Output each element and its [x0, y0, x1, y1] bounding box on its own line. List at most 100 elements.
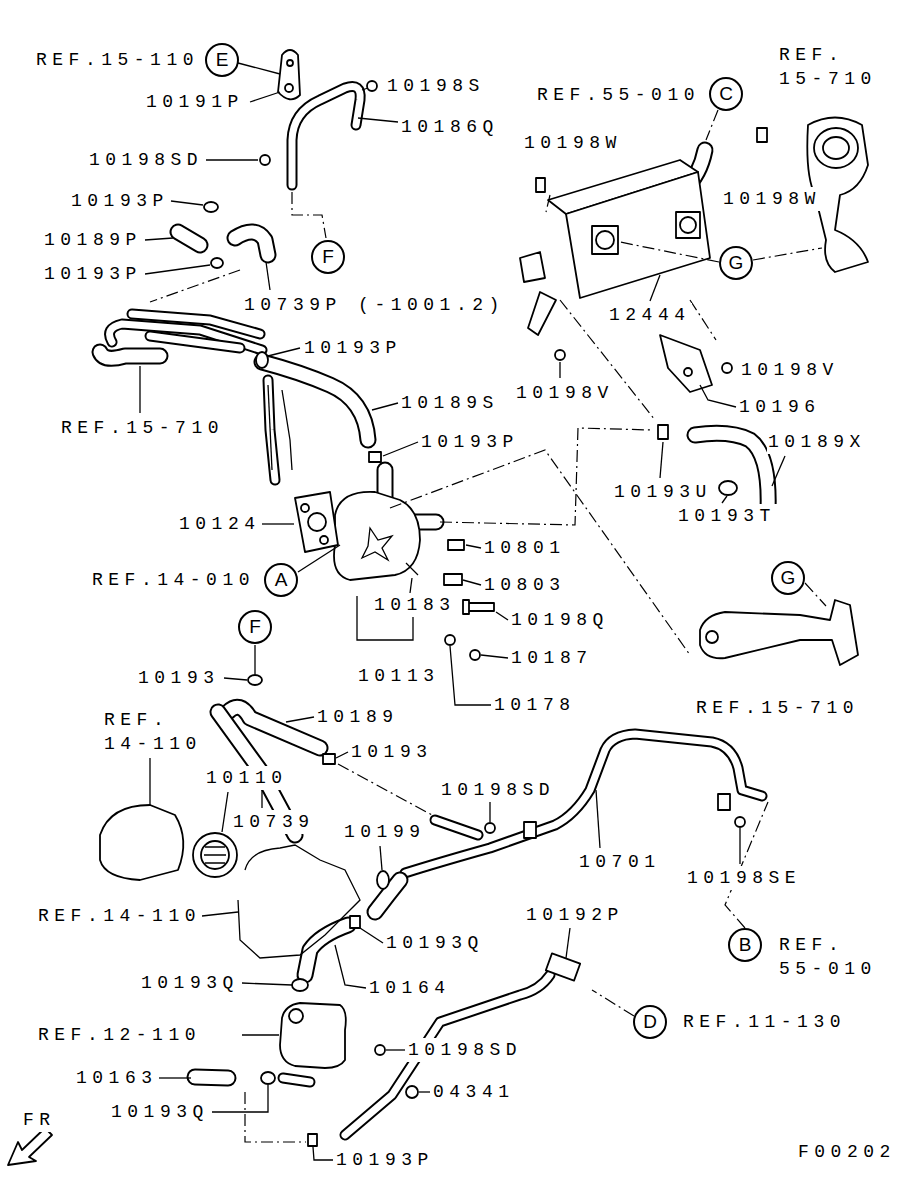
callout-number: 10198W — [523, 131, 623, 155]
drawing-stroke — [650, 275, 660, 301]
drawing-stroke — [445, 635, 455, 645]
drawing-stroke — [386, 1049, 405, 1050]
drawing-stroke — [268, 385, 272, 470]
drawing-stroke — [338, 764, 432, 815]
callout-number: 04341 — [432, 1080, 516, 1104]
dash-lines — [150, 110, 826, 1142]
drawing-stroke — [592, 226, 618, 254]
drawing-stroke — [222, 792, 228, 832]
drawing-stroke — [268, 380, 275, 480]
drawing-stroke — [261, 1072, 275, 1084]
callout-number: 10113 — [357, 664, 441, 688]
callout-number: 10187 — [510, 646, 594, 670]
drawing-stroke — [238, 63, 280, 74]
drawing-stroke — [100, 352, 160, 358]
callout-number: 10193P — [70, 189, 170, 213]
callout-number: 10193Q — [110, 1100, 210, 1124]
drawing-stroke — [410, 578, 412, 593]
reference-circle: C — [709, 77, 743, 111]
callout-number: 10198SD — [440, 778, 556, 802]
drawing-stroke — [100, 352, 160, 358]
drawing-stroke — [149, 758, 150, 805]
drawing-stroke — [419, 1091, 430, 1092]
drawing-stroke — [292, 87, 360, 186]
drawing-stroke — [481, 655, 508, 658]
reference-label: REF.11-130 — [682, 1010, 847, 1034]
callout-number: 10739P (-1001.2) — [243, 293, 506, 317]
callout-number: 10192P — [525, 903, 625, 927]
drawing-stroke — [360, 928, 383, 943]
drawing-stroke — [620, 242, 719, 262]
drawing-stroke — [489, 800, 490, 822]
drawing-stroke — [286, 717, 314, 722]
drawing-stroke — [435, 820, 478, 835]
drawing-stroke — [250, 92, 280, 102]
drawing-stroke — [292, 979, 308, 991]
drawing-stroke — [466, 545, 481, 548]
drawing-stroke — [204, 202, 218, 212]
drawing-stroke — [289, 1009, 303, 1023]
drawing-stroke — [367, 81, 377, 91]
callout-number: 10198SD — [88, 148, 204, 172]
drawing-stroke — [546, 953, 580, 980]
drawing-stroke — [362, 528, 392, 560]
reference-circle: B — [728, 928, 762, 962]
drawing-stroke — [406, 1086, 418, 1098]
callout-number: 10198S — [386, 74, 486, 98]
reference-label: REF. 15-710 — [778, 43, 890, 91]
drawing-stroke — [722, 363, 732, 373]
callout-number: 10193U — [613, 480, 713, 504]
drawing-stroke — [566, 172, 710, 298]
drawing-stroke — [814, 128, 858, 168]
drawing-stroke — [211, 258, 223, 268]
drawing-stroke — [676, 212, 700, 238]
drawing-stroke — [280, 1003, 346, 1068]
drawing-stroke — [559, 362, 560, 378]
drawing-stroke — [350, 916, 360, 928]
drawing-stroke — [235, 232, 268, 255]
reference-label: REF.15-710 — [695, 696, 860, 720]
reference-label: REF.12-110 — [37, 1023, 202, 1047]
drawing-stroke — [448, 540, 464, 550]
drawing-stroke — [757, 128, 767, 142]
callout-number: 10701 — [578, 850, 662, 874]
callout-number: 10186Q — [400, 115, 500, 139]
drawing-stroke — [463, 580, 481, 585]
callout-number: 10193 — [137, 666, 221, 690]
callout-number: 10191P — [145, 90, 245, 114]
drawing-stroke — [262, 523, 294, 524]
callout-number: 10193P — [335, 1148, 435, 1172]
reference-letter: F — [322, 247, 334, 267]
drawing-stroke — [283, 1078, 310, 1082]
drawing-stroke — [700, 600, 858, 665]
reference-circle: F — [238, 610, 272, 644]
drawing-stroke — [375, 1045, 385, 1055]
drawing-stroke — [287, 60, 293, 66]
drawing-stroke — [496, 612, 508, 620]
drawing-stroke — [313, 1147, 333, 1160]
drawing-stroke — [292, 192, 326, 238]
reference-circle: E — [205, 43, 239, 77]
callout-number: 10189X — [767, 430, 867, 454]
callout-number: 10198W — [722, 187, 822, 211]
reference-letter: E — [216, 50, 229, 70]
drawing-stroke — [262, 362, 368, 440]
drawing-stroke — [195, 1077, 228, 1078]
drawing-stroke — [178, 232, 200, 245]
callout-number: F00202 — [797, 1140, 897, 1164]
drawing-stroke — [684, 368, 692, 376]
drawing-stroke — [524, 822, 536, 838]
drawing-stroke — [405, 734, 762, 873]
drawing-stroke — [380, 846, 382, 870]
drawing-stroke — [718, 794, 730, 810]
drawing-stroke — [282, 390, 292, 470]
drawing-stroke — [212, 1085, 268, 1112]
hoses — [100, 150, 768, 1078]
drawing-stroke — [248, 675, 262, 685]
callout-number: 10803 — [483, 573, 567, 597]
callout-number: 10193P — [43, 262, 143, 286]
drawing-stroke — [369, 452, 381, 462]
drawing-stroke — [8, 1128, 52, 1165]
drawing-stroke — [592, 990, 634, 1016]
drawing-stroke — [658, 425, 668, 439]
